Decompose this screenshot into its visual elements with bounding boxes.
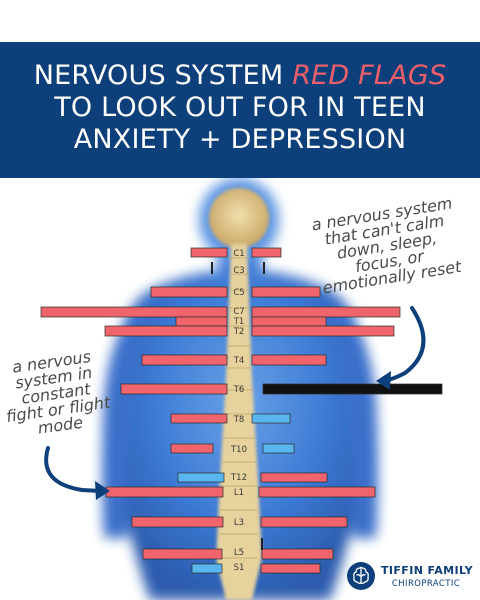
nerve-bars [40,247,443,574]
bar-t4-right [251,354,327,366]
spine-label-t10: T10 [230,445,247,455]
spine-label-s1: S1 [234,563,245,573]
spine-label-t1: T1 [233,317,245,327]
spine-label-l3: L3 [234,518,244,528]
bar-t2-right [251,325,395,337]
bar-t1-left [175,316,228,327]
bar-t12-right [260,472,328,483]
bar-l3-right [260,516,348,528]
bar-l5-left [142,548,223,560]
spine-ticks [211,262,265,550]
spinal-column [216,244,262,600]
spine-illustration: C1 C3 C5 C7 T1 T2 T4 T6 T8 T10 T12 L1 L3… [40,178,443,600]
bar-c1-left [190,247,228,258]
spine-label-c5: C5 [233,288,244,298]
arrow-heads [95,371,391,500]
brand-logo: TIFFIN FAMILY CHIROPRACTIC [343,560,478,594]
bar-c1-right [251,247,282,258]
bar-t8-right [251,413,291,424]
logo-subtitle: CHIROPRACTIC [391,579,461,589]
bar-c5-left [150,286,228,298]
bar-l1-right [258,486,376,498]
bar-t2-left [104,325,228,337]
bar-t1-right [251,316,327,327]
bar-t6-right [262,383,443,395]
right-arrow-head [376,371,391,390]
bar-t10-right [262,443,295,454]
title-red-flags: RED FLAGS [292,60,447,91]
left-arrow-head [95,481,110,500]
bar-c5-right [251,286,321,298]
bar-l5-right [261,548,334,560]
spine-label-c1: C1 [233,249,244,259]
title-prefix: NERVOUS SYSTEM [33,60,293,91]
right-arrow [380,306,426,383]
bar-t4-left [141,354,228,366]
spine-label-l1: L1 [234,488,244,498]
title-line-1: NERVOUS SYSTEM RED FLAGS [0,61,480,91]
title-line-3: ANXIETY + DEPRESSION [73,124,407,155]
bar-t8-left [170,413,228,424]
title-banner: NERVOUS SYSTEM RED FLAGS TO LOOK OUT FOR… [0,42,480,178]
spine-label-t12: T12 [230,473,247,483]
bar-s1-left [191,563,223,574]
brain [209,188,269,248]
bar-s1-right [260,563,321,574]
brain-logo-icon [347,562,375,590]
bar-t10-left [170,443,214,454]
spine-label-t4: T4 [233,356,245,366]
spine-label-l5: L5 [234,548,244,558]
title-line-2: TO LOOK OUT FOR IN TEEN [54,92,426,123]
annotation-left: a nervous system in constant fight or fl… [0,347,117,442]
spine-label-t6: T6 [233,385,245,395]
bar-l3-left [131,516,224,528]
bar-t6-left [120,383,228,395]
left-arrow [44,446,102,493]
bar-t12-left [177,472,225,483]
spine-label-c7: C7 [233,307,244,317]
bar-l1-left [105,486,224,498]
spine-label-c3: C3 [233,266,244,276]
spine-label-t2: T2 [233,327,245,337]
bar-c7-right [251,306,401,318]
spine-label-t8: T8 [233,415,245,425]
vertebrae [220,257,258,559]
logo-name: TIFFIN FAMILY [381,564,474,577]
spine-labels: C1 C3 C5 C7 T1 T2 T4 T6 T8 T10 T12 L1 L3… [230,249,247,573]
bar-c7-left [40,306,228,318]
